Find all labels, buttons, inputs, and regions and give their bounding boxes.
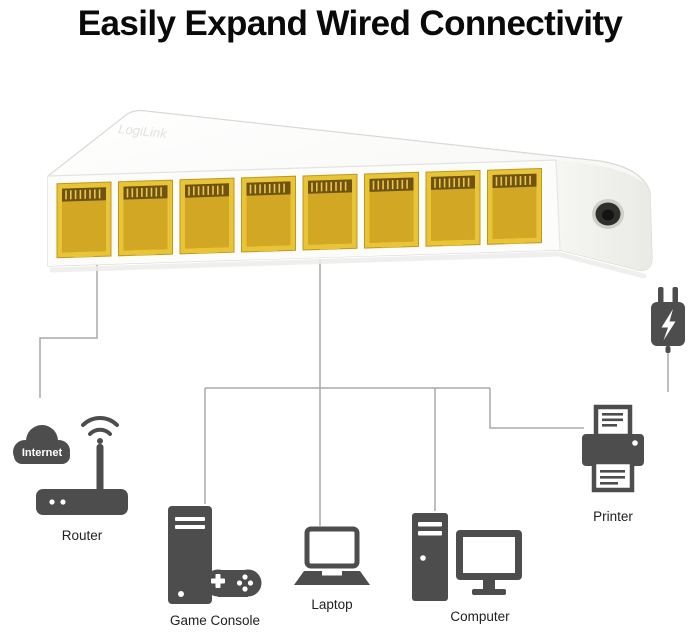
- printer-body: [582, 434, 644, 466]
- page-title: Easily Expand Wired Connectivity: [77, 4, 623, 43]
- switch-front-top-edge: [47, 159, 557, 177]
- internet-cloud-icon: Internet: [13, 425, 70, 464]
- computer-label: Computer: [450, 609, 510, 624]
- console-tower: [168, 506, 212, 604]
- connection-line-router: [39, 264, 98, 398]
- switch-shadow: [49, 251, 647, 279]
- router-antenna: [96, 444, 104, 492]
- rj45-port: [118, 179, 173, 257]
- game-console-label: Game Console: [169, 613, 261, 628]
- network-switch: LogiLink: [47, 109, 653, 279]
- switch-front-right-edge: [555, 159, 561, 251]
- computer-icon: [412, 513, 522, 601]
- game-console-icon: [168, 506, 262, 604]
- gamepad-icon: [204, 569, 262, 597]
- connection-line-printer: [489, 388, 584, 429]
- switch-ports: [56, 167, 542, 259]
- connection-lines: [39, 259, 669, 526]
- rj45-port: [364, 171, 419, 249]
- router-label: Router: [61, 528, 103, 543]
- router-icon: [36, 415, 128, 515]
- printer-paper-in: [593, 404, 633, 439]
- printer-label: Printer: [593, 509, 633, 524]
- wifi-signal-icon: [81, 415, 119, 436]
- laptop-icon: [294, 526, 370, 585]
- laptop-label: Laptop: [311, 597, 353, 612]
- laptop-screen: [304, 526, 360, 569]
- switch-brand-logo: LogiLink: [118, 121, 169, 141]
- rj45-port: [425, 169, 481, 247]
- laptop-base: [294, 571, 370, 585]
- rj45-port: [241, 175, 296, 253]
- printer-icon: [582, 404, 644, 493]
- rj45-port: [487, 167, 542, 245]
- router-body: [36, 489, 128, 515]
- internet-label: Internet: [22, 447, 63, 459]
- rj45-port: [179, 177, 235, 255]
- power-port-pin: [602, 209, 614, 221]
- lightning-bolt-icon: [661, 309, 676, 341]
- rj45-port: [302, 173, 358, 251]
- power-adapter-icon: [651, 287, 685, 353]
- rj45-port: [56, 181, 112, 259]
